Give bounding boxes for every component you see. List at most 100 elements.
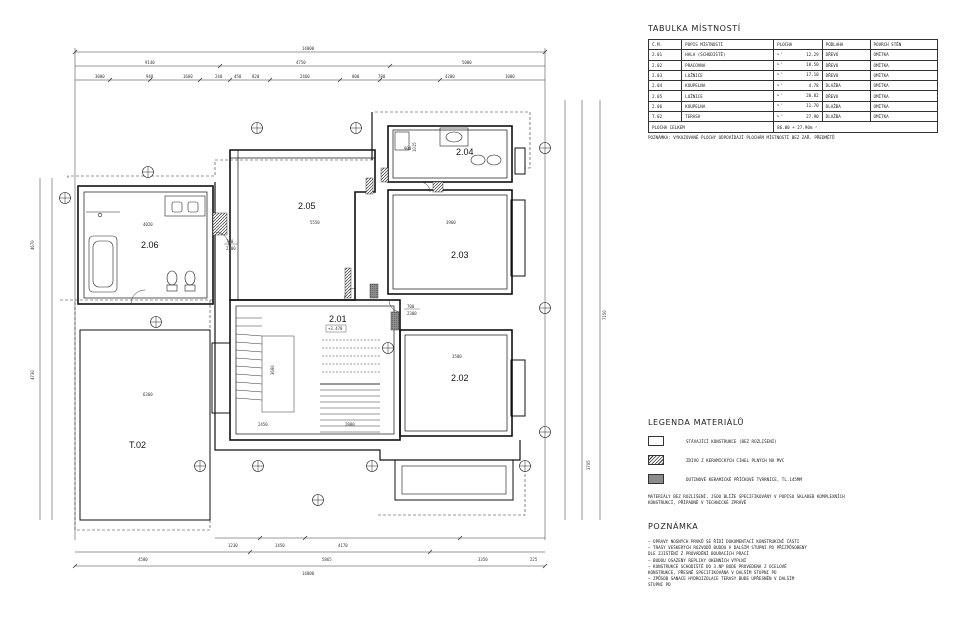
room-area: m ² 27.90: [773, 111, 823, 123]
room-name: PRACOVNA: [681, 59, 775, 71]
notes-title: POZNÁMKA: [648, 522, 699, 531]
legend-label: STÁVAJÍCÍ KONSTRUKCE (BEZ ROZLIŠENÍ): [686, 438, 777, 444]
room-name: LOŽNICE: [681, 90, 775, 102]
room-name: TERASA: [681, 111, 775, 123]
bathtub-icon: [88, 235, 118, 293]
room-number: 2.04: [647, 80, 683, 92]
area-value: 4.78: [808, 82, 819, 88]
dim-4670: 4670: [30, 240, 35, 250]
toilet-icon: [166, 154, 502, 292]
door-tag-height: 2300: [226, 246, 236, 251]
dim-1000: 1000: [505, 74, 515, 79]
room-label-2-05: 2.05: [298, 201, 316, 211]
room-name: KOUPELNA: [681, 80, 775, 92]
door-tags: 700 2300 700 2300: [224, 239, 420, 316]
area-unit: m ²: [777, 103, 783, 108]
dim-3680: 3680: [270, 365, 275, 375]
dim-top-c: 5000: [462, 60, 472, 65]
room-wall: OMÍTKA: [869, 49, 939, 61]
area-value: 17.10: [806, 72, 819, 78]
note-line: STUPNI PD: [648, 582, 671, 588]
dim-3705: 3705: [586, 460, 591, 470]
room-label-t-02: T.02: [129, 440, 146, 450]
room-floor: DLAŽBA: [821, 80, 871, 92]
dim-7150: 7150: [602, 310, 607, 320]
dim-1230: 1230: [228, 543, 238, 548]
dim-820: 820: [252, 74, 260, 79]
notes-panel: POZNÁMKA – OPRAVY NOSNÝCH PRVKŮ SE ŘÍDÍ …: [648, 522, 940, 589]
dim-780: 780: [378, 74, 386, 79]
dim-1450: 1450: [275, 543, 285, 548]
note-line: – ZPŮSOB SANACE HYDROIZOLACE TERASY BUDE…: [648, 576, 795, 582]
walls: [77, 112, 526, 521]
dim-5550: 5550: [310, 220, 320, 225]
total-value: 86.80 + 27.90m ²: [773, 121, 938, 133]
dim-2460: 2460: [300, 74, 310, 79]
room-number: 2.01: [647, 49, 683, 61]
room-name: HALA (SCHODIŠTĚ): [681, 49, 775, 61]
table-note: POZNÁMKA: VYKAZOVANÉ PLOCHY ODPOVÍDAJÍ P…: [648, 134, 835, 140]
room-wall: OMÍTKA: [869, 69, 939, 82]
note-line: – BUDOU OSAZENY REPLIKY OKENNÍCH VÝPLNÍ: [648, 557, 747, 563]
room-wall: OMÍTKA: [869, 90, 939, 102]
room-floor: DŘEVO: [821, 90, 871, 102]
room-name: KOUPELNA: [681, 100, 775, 113]
room-label-2-06: 2.06: [141, 240, 159, 250]
dim-800: 800: [352, 74, 360, 79]
room-label-2-02: 2.02: [451, 373, 469, 383]
area-unit: m ²: [777, 92, 783, 97]
dim-3000: 3000: [95, 74, 105, 79]
table-header-row: Č.M. POPIS MÍSTNOSTI PLOCHA PODLAHA POVR…: [647, 38, 939, 51]
room-wall: OMÍTKA: [869, 100, 939, 113]
dimension-labels: 14800 9140 4750 5000 3000 940 1660 240 4…: [30, 46, 607, 576]
new-masonry-hatch: [212, 167, 444, 331]
washbasin-icon: [164, 195, 206, 217]
room-area: m ² 11.70: [773, 100, 823, 113]
room-floor: DŘEVO: [821, 59, 871, 71]
area-unit: m ²: [777, 72, 783, 77]
legend-label: DUTINOVÉ KERAMICKÉ PŘÍČKOVÉ TVÁRNICE, TL…: [686, 476, 802, 482]
dim-overall-top: 14800: [302, 46, 315, 51]
legend-swatch-existing: [648, 436, 664, 446]
table-total-row: PLOCHA CELKEM 86.80 + 27.90m ²: [647, 121, 938, 133]
room-floor: DLAŽBA: [821, 111, 871, 123]
dim-2880: 2880: [345, 422, 355, 427]
room-number: 2.05: [647, 90, 683, 102]
dim-450: 450: [234, 74, 242, 79]
table-header: POVRCH STĚN: [869, 38, 939, 51]
room-table: Č.M. POPIS MÍSTNOSTI PLOCHA PODLAHA POVR…: [647, 38, 939, 133]
total-label: PLOCHA CELKEM: [647, 121, 775, 133]
area-unit: m ²: [777, 62, 783, 67]
door-tag-height: 2300: [407, 311, 417, 316]
room-floor: DŘEVO: [821, 49, 871, 61]
room-wall: OMÍTKA: [869, 59, 939, 71]
dim-top-a: 9140: [145, 60, 155, 65]
dim-225: 225: [530, 557, 538, 562]
area-value: 12.29: [806, 51, 819, 57]
note-line: KONSTRUKCE, PŘESNĚ SPECIFIKOVÁNA V DALŠÍ…: [648, 570, 777, 576]
note-line: – TRASY VEŠKERÝCH ROZVODŮ BUDOU V DALŠÍM…: [648, 545, 807, 551]
area-unit: m ²: [777, 113, 783, 118]
sanitary-fixtures: [86, 127, 502, 293]
room-label-2-03: 2.03: [451, 250, 469, 260]
room-table-panel: TABULKA MÍSTNOSTÍ Č.M. POPIS MÍSTNOSTI P…: [647, 24, 940, 142]
room-label-2-01: 2.01: [329, 314, 347, 324]
notes-list: – OPRAVY NOSNÝCH PRVKŮ SE ŘÍDÍ DOKUMENTA…: [648, 539, 940, 589]
dim-900: 900: [404, 146, 412, 151]
dim-1660: 1660: [183, 74, 193, 79]
legend-item: DUTINOVÉ KERAMICKÉ PŘÍČKOVÉ TVÁRNICE, TL…: [648, 474, 940, 484]
dim-5865: 5865: [322, 557, 332, 562]
area-value: 11.70: [806, 103, 819, 109]
room-wall: OMÍTKA: [869, 80, 939, 92]
room-floor: DŘEVO: [821, 69, 871, 82]
area-value: 27.90: [806, 113, 819, 119]
legend-swatch-hollow-block: [648, 474, 664, 484]
door-tag-width: 700: [226, 239, 234, 244]
